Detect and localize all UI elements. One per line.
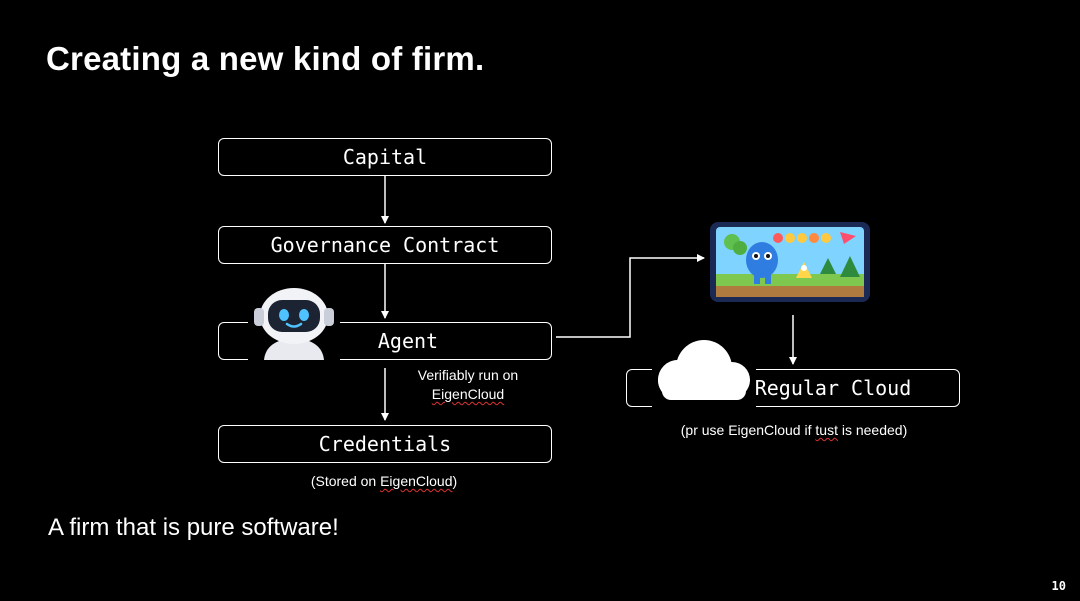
cloud-note-pre: (pr use EigenCloud if [680, 422, 816, 438]
agent-run-caption-line1: Verifiably run on [417, 367, 519, 383]
node-governance-label: Governance Contract [270, 233, 500, 257]
node-capital-label: Capital [342, 145, 428, 169]
node-agent-label: Agent [377, 329, 439, 353]
node-capital: Capital [218, 138, 552, 176]
phone-game-icon [710, 222, 870, 302]
node-regular-cloud: Regular Cloud [626, 369, 960, 407]
credentials-caption-post: ) [452, 473, 458, 489]
cloud-note-caption: (pr use EigenCloud if tust is needed) [644, 421, 944, 440]
robot-icon [248, 286, 340, 360]
credentials-caption: (Stored on EigenCloud) [284, 472, 484, 491]
slide-footer: A firm that is pure software! [48, 514, 339, 541]
node-governance-contract: Governance Contract [218, 226, 552, 264]
cloud-note-post: is needed) [837, 422, 908, 438]
agent-run-caption: Verifiably run on EigenCloud [408, 366, 528, 404]
credentials-caption-pre: (Stored on [310, 473, 381, 489]
node-agent: Agent [218, 322, 552, 360]
node-credentials: Credentials [218, 425, 552, 463]
node-regular-cloud-label: Regular Cloud [754, 376, 912, 400]
cloud-icon [652, 332, 756, 410]
agent-run-caption-line2: EigenCloud [431, 386, 505, 402]
page-number: 10 [1051, 579, 1066, 593]
node-credentials-label: Credentials [318, 432, 452, 456]
arrow-agent-to-app [556, 254, 705, 338]
cloud-note-word: tust [815, 422, 838, 438]
credentials-caption-brand: EigenCloud [380, 473, 453, 489]
slide-title: Creating a new kind of firm. [46, 40, 485, 77]
